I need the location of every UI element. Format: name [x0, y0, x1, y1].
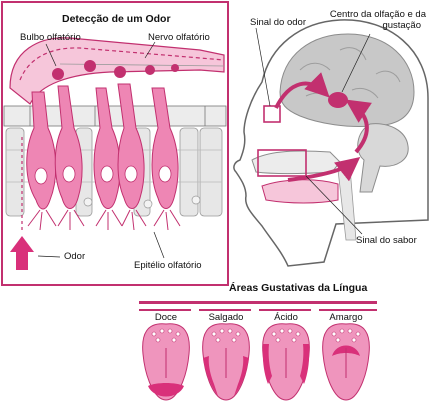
tongue-panel	[139, 301, 377, 401]
receptor-neurons	[26, 83, 179, 210]
taste-signal-label: Sinal do sabor	[356, 235, 417, 246]
mitral-cells	[52, 60, 179, 80]
olfactory-epithelium-label: Epitélio olfatório	[134, 260, 202, 271]
brainstem	[357, 123, 409, 193]
tongue-panel-title: Áreas Gustativas da Língua	[229, 282, 368, 294]
smell-taste-center	[328, 92, 348, 108]
tongue-label: Amargo	[329, 312, 363, 323]
tongue-doce	[142, 323, 190, 401]
tongue-side	[261, 179, 339, 204]
tongue-title-rule	[139, 301, 377, 304]
brain-folds	[299, 47, 401, 105]
brain	[279, 33, 415, 127]
tongue-label: Ácido	[274, 312, 298, 323]
taste-region-box	[257, 149, 307, 177]
smell-panel	[1, 1, 229, 286]
odor-label: Odor	[64, 251, 86, 262]
papillae	[331, 328, 361, 343]
center-label-line2: gustação	[382, 20, 421, 31]
olfactory-bulb-label: Bulbo olfatório	[20, 32, 81, 43]
tongue-salgado	[202, 323, 250, 401]
receptor-nuclei	[34, 165, 172, 185]
papillae	[151, 328, 181, 343]
head-panel	[233, 19, 429, 267]
smell-panel-title: Detecção de um Odor	[62, 13, 171, 25]
odor-region-box	[263, 105, 281, 123]
tongue-label-rules	[139, 309, 377, 311]
signal-arrows	[274, 72, 372, 182]
taste-zone	[262, 344, 310, 384]
tongue-label: Doce	[154, 312, 178, 323]
basal-cells	[83, 195, 201, 209]
taste-zone	[203, 356, 249, 396]
olfactory-nerve-label: Nervo olfatório	[148, 32, 210, 43]
odor-signal-label: Sinal do odor	[250, 17, 306, 28]
tongue-amargo	[322, 323, 370, 401]
odor-arrow	[10, 236, 34, 270]
smell-leader-lines	[37, 41, 165, 259]
tongue-label: Salgado	[208, 312, 244, 323]
cilia	[27, 209, 181, 231]
papillae	[271, 328, 301, 343]
taste-zone	[148, 383, 184, 397]
cribriform-plate	[3, 105, 227, 127]
papillae	[211, 328, 241, 343]
tongue-ácido	[262, 323, 310, 401]
nerve-signal-path	[19, 47, 225, 81]
head-leader-lines	[255, 27, 371, 235]
tongues	[142, 323, 370, 401]
center-label-line1: Centro da olfação e da	[329, 9, 426, 20]
